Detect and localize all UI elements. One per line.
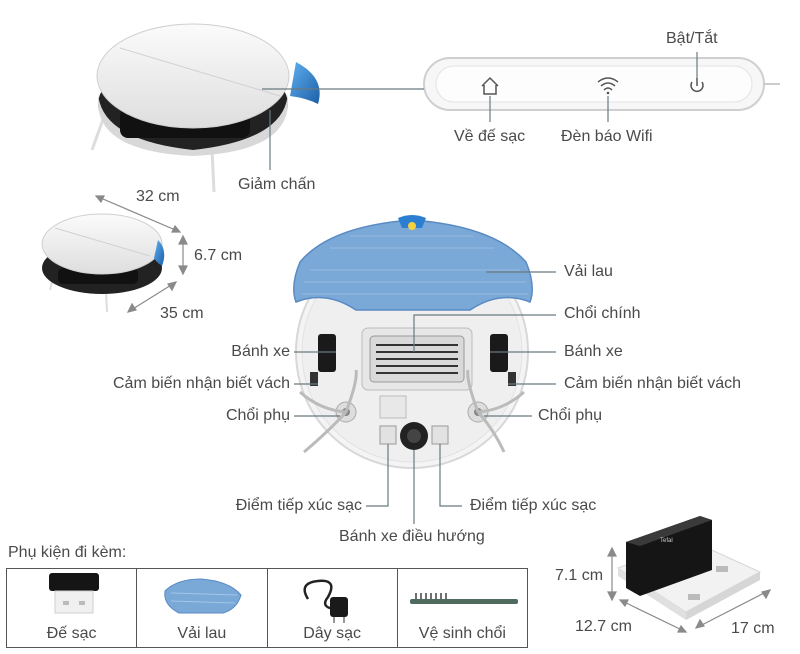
- charging-contact-right-label: Điểm tiếp xúc sạc: [470, 497, 597, 514]
- wifi-label: Đèn báo Wifi: [561, 128, 653, 145]
- dock-depth-dimension: 12.7 cm: [575, 618, 632, 635]
- bumper-label: Giảm chấn: [238, 176, 316, 193]
- mop-thumbnail-icon: [164, 578, 242, 614]
- power-label: Bật/Tắt: [666, 30, 718, 47]
- wifi-icon: [597, 77, 619, 95]
- depth-dimension: 35 cm: [160, 305, 204, 322]
- control-panel: [423, 57, 780, 111]
- caster-wheel-label: Bánh xe điều hướng: [339, 528, 485, 545]
- power-icon: [690, 78, 704, 92]
- dock-width-dimension: 17 cm: [731, 620, 775, 637]
- wheel-right-label: Bánh xe: [564, 343, 623, 360]
- accessory-label: Vệ sinh chổi: [418, 625, 506, 642]
- accessory-label: Vải lau: [177, 625, 227, 642]
- dock-dimension-arrows: [607, 546, 772, 633]
- cleaning-tool-thumbnail-icon: [409, 593, 518, 604]
- height-dimension: 6.7 cm: [194, 247, 243, 264]
- home-icon: [481, 76, 499, 95]
- accessories-table: Đế sạc Vải lau Dây sạc: [6, 568, 528, 648]
- charging-contact-left-label: Điểm tiếp xúc sạc: [235, 497, 362, 514]
- robot-dimension-view: [41, 213, 165, 313]
- accessory-charger-cable: Dây sạc: [268, 569, 398, 647]
- width-dimension: 32 cm: [136, 188, 180, 205]
- charger-thumbnail-icon: [302, 579, 348, 623]
- cliff-sensor-right-label: Cảm biến nhận biết vách: [564, 375, 741, 392]
- dock-illustration: Tefal: [616, 516, 762, 620]
- cliff-sensor-left-label: Cảm biến nhận biết vách: [113, 375, 290, 392]
- main-brush-label: Chổi chính: [564, 305, 641, 322]
- side-brush-left-label: Chổi phụ: [225, 407, 290, 424]
- robot-top-view: [90, 23, 320, 193]
- accessory-label: Dây sạc: [303, 625, 362, 642]
- home-label: Về đế sạc: [454, 128, 526, 145]
- accessory-cleaning-tool: Vệ sinh chổi: [398, 569, 527, 647]
- svg-text:Tefal: Tefal: [660, 538, 673, 544]
- top-leader-lines: [262, 52, 698, 170]
- bottom-leader-lines: [294, 271, 556, 524]
- dimension-arrows: [94, 195, 188, 313]
- accessory-label: Đế sạc: [46, 625, 97, 642]
- dock-thumbnail-icon: [49, 573, 99, 614]
- accessory-mop: Vải lau: [137, 569, 268, 647]
- wheel-left-label: Bánh xe: [231, 343, 290, 360]
- robot-bottom-view: [293, 215, 533, 469]
- mop-label: Vải lau: [564, 263, 613, 280]
- accessory-dock: Đế sạc: [7, 569, 138, 647]
- accessories-title: Phụ kiện đi kèm:: [8, 544, 127, 561]
- side-brush-right-label: Chổi phụ: [538, 407, 603, 424]
- dock-height-dimension: 7.1 cm: [555, 567, 604, 584]
